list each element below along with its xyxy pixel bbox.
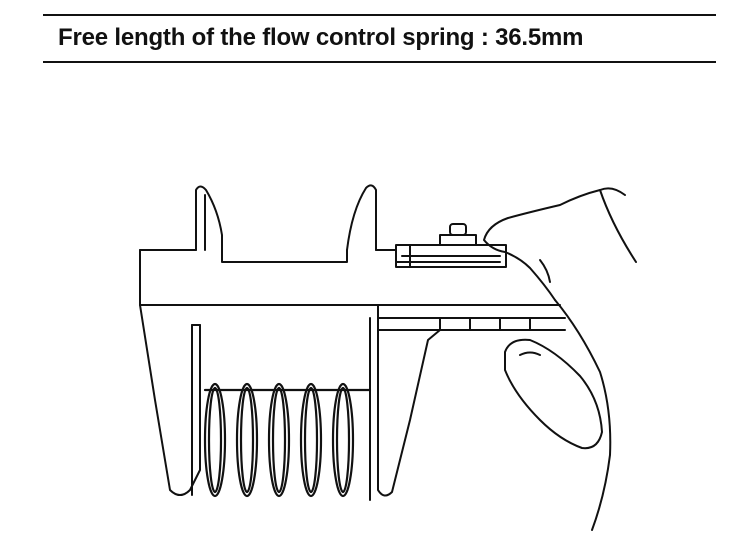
- spec-title: Free length of the flow control spring :…: [58, 24, 584, 51]
- header-rule-bottom: [43, 61, 716, 63]
- sliding-upper-jaw: [346, 184, 377, 251]
- caliper-main-beam: [139, 249, 566, 331]
- flow-control-spring: [203, 382, 372, 498]
- vernier-slider: [395, 223, 507, 268]
- header-rule-top: [43, 14, 716, 16]
- sliding-lower-jaw: [369, 304, 441, 501]
- fixed-lower-jaw: [139, 304, 201, 496]
- fixed-upper-jaw: [195, 185, 223, 251]
- hand-illustration: [483, 187, 637, 531]
